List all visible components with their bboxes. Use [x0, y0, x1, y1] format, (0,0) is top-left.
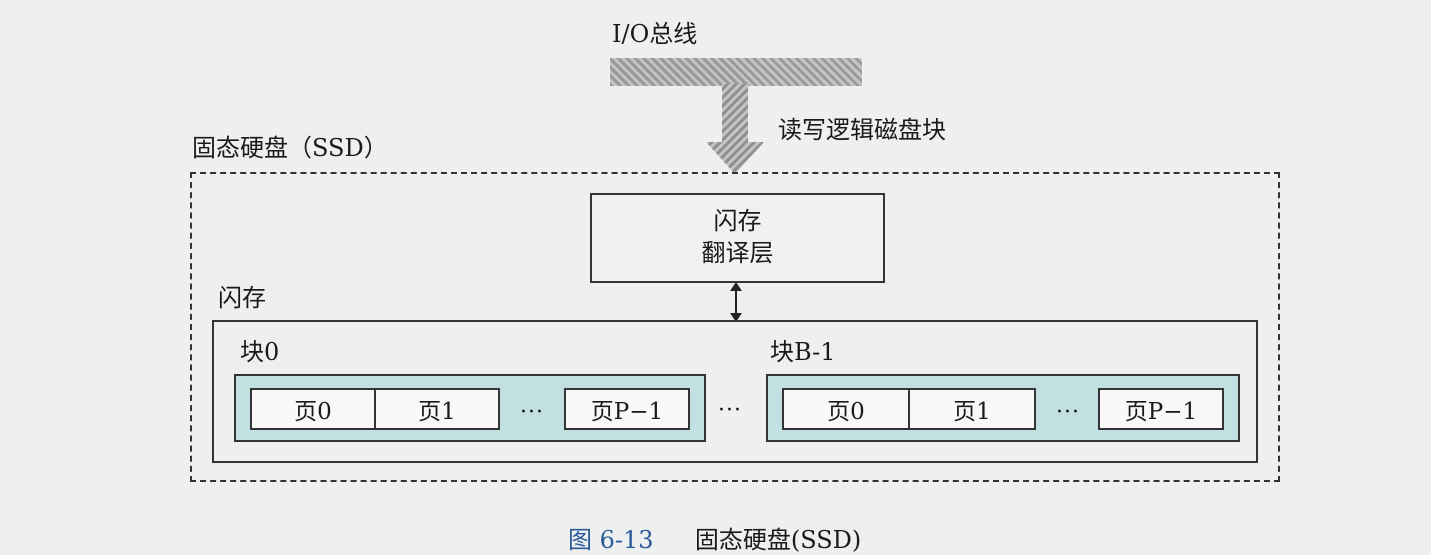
page-ellipsis: ···: [520, 400, 544, 425]
page-cell: 页1: [908, 388, 1036, 430]
page-cell: 页0: [782, 388, 910, 430]
block-0: 页0 页1 ··· 页P−1: [234, 374, 706, 442]
figure-title: 固态硬盘(SSD): [694, 526, 862, 554]
ssd-boundary: [190, 172, 1280, 482]
arrow-label: 读写逻辑磁盘块: [778, 116, 946, 144]
io-bus-bar: [610, 58, 862, 86]
figure-caption: 图 6-13 固态硬盘(SSD): [568, 520, 861, 555]
page-cell: 页1: [374, 388, 500, 430]
flash-translation-layer: [590, 193, 885, 283]
ftl-flash-double-arrow: [730, 282, 742, 322]
page-cell: 页P−1: [1098, 388, 1224, 430]
figure-number: 图 6-13: [568, 526, 654, 554]
block-b-minus-1-label: 块B-1: [770, 338, 836, 366]
block-ellipsis: ···: [718, 398, 742, 423]
block-b-minus-1: 页0 页1 ··· 页P−1: [766, 374, 1240, 442]
page-ellipsis: ···: [1056, 400, 1080, 425]
page-cell: 页P−1: [564, 388, 690, 430]
read-write-arrow: [706, 84, 764, 174]
ftl-label-line2: 翻译层: [701, 239, 774, 267]
ftl-label-line1: 闪存: [713, 207, 762, 235]
ssd-title: 固态硬盘（SSD）: [192, 134, 388, 162]
flash-memory: [212, 320, 1258, 463]
block-0-label: 块0: [240, 338, 280, 366]
page-cell: 页0: [250, 388, 376, 430]
io-bus-label: I/O总线: [612, 20, 698, 48]
flash-memory-label: 闪存: [218, 284, 266, 312]
